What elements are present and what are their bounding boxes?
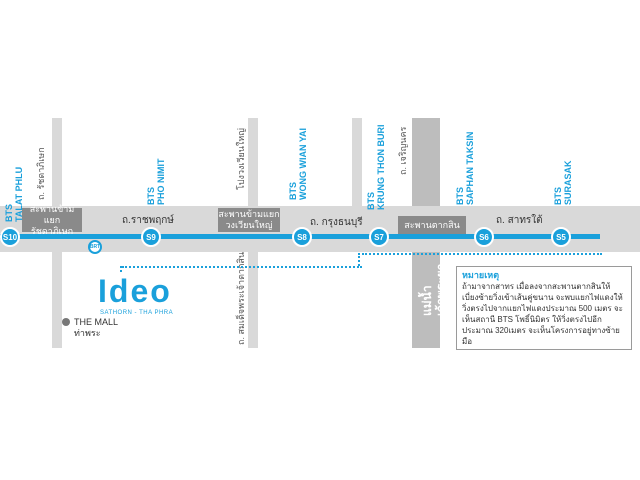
ideo-logo: Ideo (98, 273, 172, 309)
route-dotted-2 (362, 253, 602, 255)
label-charoennakorn: ถ. เจริญนคร (398, 126, 408, 175)
bridge-wongwian: สะพานข้ามแยก วงเวียนใหญ่ (218, 208, 280, 232)
station-s7[interactable]: S7 (369, 227, 389, 247)
station-s10[interactable]: S10 (0, 227, 20, 247)
label-ratchada-road: ถ. รัชดาภิเษก (36, 147, 46, 200)
the-mall-dot (62, 318, 70, 326)
label-sathorntai: ถ. สาทรใต้ (496, 215, 543, 226)
station-s5[interactable]: S5 (551, 227, 571, 247)
label-krungthon: ถ. กรุงธนบุรี (310, 217, 363, 228)
station-s9[interactable]: S9 (141, 227, 161, 247)
the-mall-label: THE MALL ท่าพระ (74, 317, 119, 338)
note-box: หมายเหตุ ถ้ามาจากสาทร เมื่อลงจากสะพานตาก… (456, 266, 632, 350)
label-ratchaphruek: ถ.ราชพฤกษ์ (122, 215, 174, 226)
bridge-taksin: สะพานตากสิน (398, 216, 466, 234)
main-road (0, 206, 640, 252)
station-s6[interactable]: S6 (474, 227, 494, 247)
note-body: ถ้ามาจากสาทร เมื่อลงจากสะพานตากสินให้เบี… (462, 282, 623, 346)
station-s8[interactable]: S8 (292, 227, 312, 247)
route-dotted-start (120, 266, 122, 272)
route-dotted-connector (358, 253, 360, 266)
bridge-ratchada: สะพานข้ามแยก รัชดาภิเษก (22, 204, 82, 236)
krungthon-road (352, 118, 362, 228)
ideo-logo-subtitle: SATHORN - THA PHRA (100, 310, 174, 316)
note-title: หมายเหตุ (462, 270, 500, 280)
label-pongwian: โปงวงเวียนใหญ่ (236, 128, 246, 190)
brt-marker[interactable]: BRT (88, 240, 102, 254)
route-dotted-1 (122, 266, 362, 268)
river-label: แม่น้ำ เจ้าพระยา (420, 263, 448, 316)
